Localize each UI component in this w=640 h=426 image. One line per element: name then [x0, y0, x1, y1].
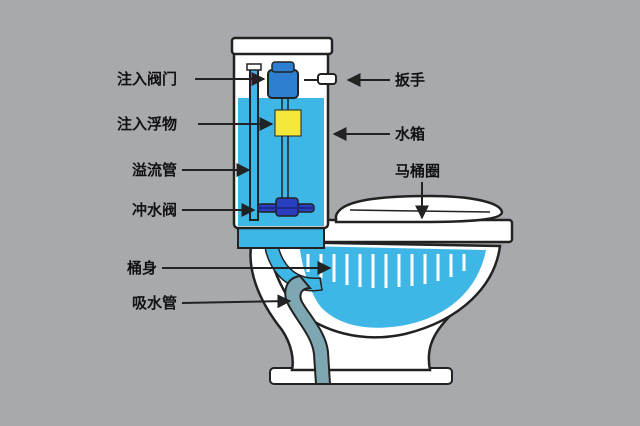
label-overflow-pipe: 溢流管 — [132, 161, 178, 179]
label-flush-valve: 冲水阀 — [132, 201, 178, 219]
label-tank: 水箱 — [395, 125, 426, 143]
label-float: 注入浮物 — [117, 115, 178, 133]
tank-lid — [230, 36, 334, 56]
label-seat: 马桶圈 — [395, 162, 441, 180]
rim-jets — [306, 254, 466, 288]
label-fill-valve: 注入阀门 — [117, 70, 178, 88]
label-arrows — [162, 72, 429, 309]
handle-shape — [317, 73, 337, 85]
label-siphon: 吸水管 — [132, 294, 178, 312]
label-handle: 扳手 — [395, 71, 426, 89]
label-body: 桶身 — [127, 259, 158, 277]
overflow-pipe-shape — [249, 67, 259, 221]
arrow-siphon — [181, 294, 292, 309]
float-shape — [274, 109, 302, 137]
toilet-seat — [334, 194, 504, 224]
fill-valve-head — [267, 69, 299, 99]
